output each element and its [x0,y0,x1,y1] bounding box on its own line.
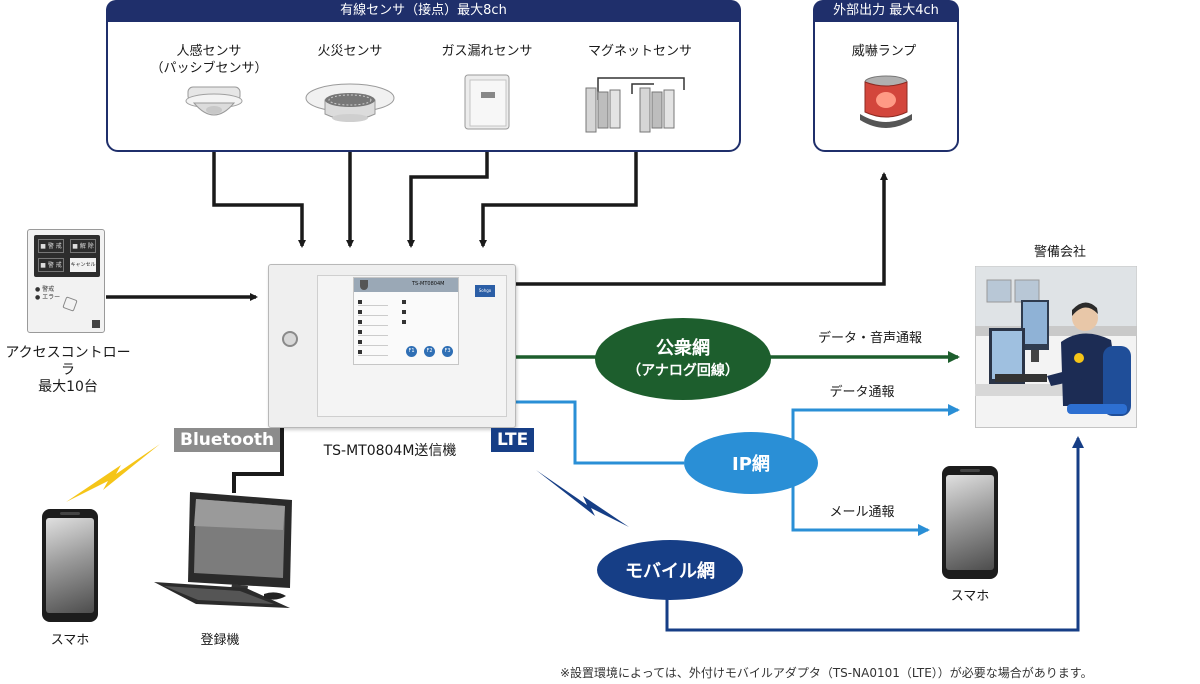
mobile-network-node: モバイル網 [597,540,743,600]
access-controller-device: ■ 警 戒 ■ 解 除 ■ 警 戒 キャンセル ● 警戒 ● エラー [27,229,105,333]
access-controller-button[interactable]: ■ 警 戒 [38,239,64,253]
external-output-title: 外部出力 最大4ch [813,0,959,22]
access-controller-cancel-button[interactable]: キャンセル [70,258,96,272]
register-label: 登録機 [200,633,240,648]
access-controller-button[interactable]: ■ 警 戒 [38,258,64,272]
access-controller-label: アクセスコントローラ 最大10台 [5,345,131,395]
function-button[interactable]: F3 [442,346,453,357]
lte-lightning-icon [536,470,629,527]
external-output-box: 外部出力 最大4ch [813,0,959,152]
key-lock-icon [282,331,298,347]
magnet-sensor-icon [585,77,685,133]
gas-sensor-icon [464,74,510,130]
sensor-label-motion: 人感センサ （パッシブセンサ） [150,44,268,76]
motion-sensor-icon [185,86,243,116]
ip-network-node: IP網 [684,432,818,494]
register-computer-icon [154,492,292,608]
smartphone-right-icon [942,466,998,579]
data-report-label: データ通報 [829,385,895,400]
bluetooth-lightning-icon [66,444,160,502]
mobile-network-arrows [665,436,1084,632]
fire-sensor-icon [305,83,395,122]
zone-indicators-left [358,300,388,356]
sensor-label-fire: 火災センサ [317,44,383,59]
transmitter-brand-logo: Sohgo [475,285,495,297]
smartphone-left-icon [42,509,98,622]
access-controller-badge [92,320,100,328]
sensor-label-gas: ガス漏れセンサ [441,44,533,59]
function-button[interactable]: F2 [424,346,435,357]
mobile-network-title: モバイル網 [625,561,715,582]
function-button[interactable]: F1 [406,346,417,357]
warning-lamp-icon [860,75,912,128]
lte-tag: LTE [491,428,535,452]
public-network-subtitle: （アナログ回線） [627,363,739,379]
wired-sensors-box: 有線センサ（接点）最大8ch [106,0,741,152]
wired-sensors-title: 有線センサ（接点）最大8ch [106,0,741,22]
access-controller-led-label: ● 警戒 [35,286,55,293]
transmitter-display: TS-MT0804M F1 F2 F3 [353,277,459,365]
warning-lamp-label: 威嚇ランプ [851,44,917,59]
shield-logo-icon [360,280,368,290]
access-controller-panel: ■ 警 戒 ■ 解 除 ■ 警 戒 キャンセル [34,235,100,277]
transmitter-device: TS-MT0804M F1 F2 F3 Sohgo [268,264,516,428]
sensor-arrows [106,152,888,493]
security-operator-illustration [975,266,1137,428]
card-reader-icon [62,296,78,312]
footnote: ※設置環境によっては、外付けモバイルアダプタ（TS-NA0101（LTE））が必… [560,666,1093,680]
smartphone-left-label: スマホ [50,633,90,648]
bluetooth-tag: Bluetooth [174,428,281,452]
access-controller-button[interactable]: ■ 解 除 [70,239,96,253]
zone-indicators-right [402,300,416,326]
transmitter-model-plate: TS-MT0804M [412,281,445,287]
data-voice-report-label: データ・音声通報 [817,331,922,346]
transmitter-top-strip [354,278,458,292]
security-company-label: 警備会社 [1033,245,1086,260]
access-controller-led-label: ● エラー [35,294,61,301]
transmitter-label: TS-MT0804M送信機 [323,443,457,459]
ip-network-title: IP網 [732,454,770,475]
mail-report-label: メール通報 [829,505,895,520]
sensor-label-magnet: マグネットセンサ [587,44,692,59]
public-network-title: 公衆網 [656,338,710,359]
public-network-node: 公衆網 （アナログ回線） [595,318,771,400]
smartphone-right-label: スマホ [950,589,990,604]
